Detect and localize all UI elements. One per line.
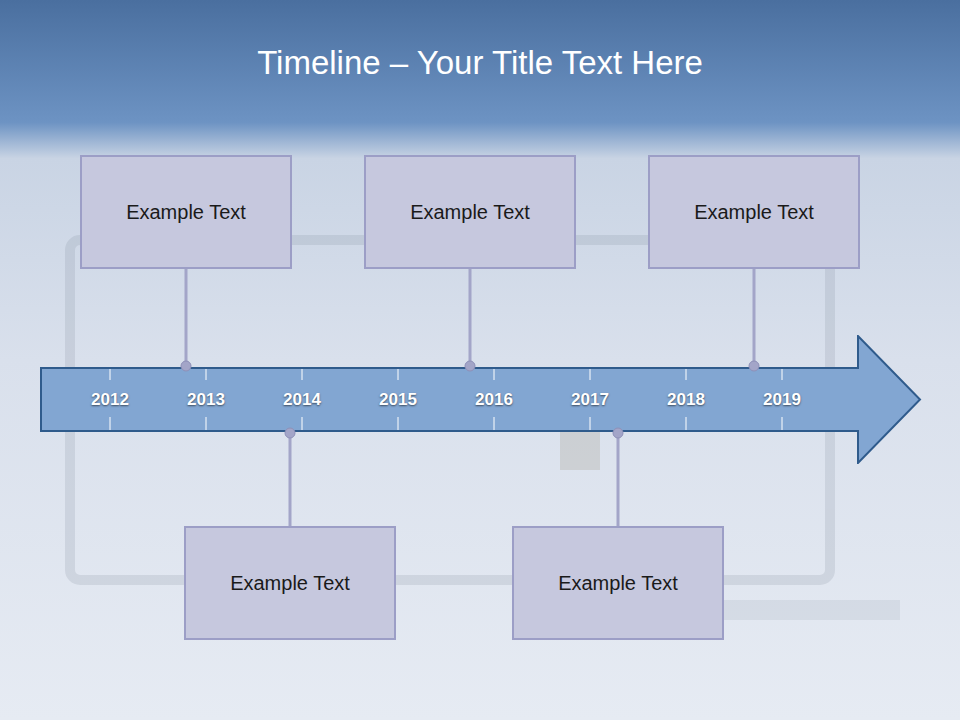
year-tick	[206, 369, 207, 380]
leader-dot	[285, 428, 295, 438]
leader-line	[185, 269, 188, 366]
year-label: 2012	[91, 390, 129, 410]
year-label: 2013	[187, 390, 225, 410]
year-tick	[494, 417, 495, 430]
slide-title: Timeline – Your Title Text Here	[0, 44, 960, 82]
year-tick	[398, 369, 399, 380]
callout-box: Example Text	[364, 155, 576, 269]
year-tick	[782, 369, 783, 380]
leader-dot	[465, 361, 475, 371]
year-label: 2015	[379, 390, 417, 410]
leader-dot	[749, 361, 759, 371]
year-tick	[206, 417, 207, 430]
year-tick	[782, 417, 783, 430]
year-tick	[302, 417, 303, 430]
callout-box: Example Text	[648, 155, 860, 269]
leader-connector	[181, 269, 191, 371]
year-tick	[398, 417, 399, 430]
leader-connector	[465, 269, 475, 371]
year-label: 2014	[283, 390, 321, 410]
timeline-arrow: 2012 2013 2014 2015 2016 2017 2018 2019	[40, 335, 922, 464]
arrow-outline	[41, 336, 920, 463]
year-tick	[110, 369, 111, 380]
callout-box: Example Text	[80, 155, 292, 269]
leader-connector	[749, 269, 759, 371]
callout-text: Example Text	[410, 201, 530, 224]
callout-text: Example Text	[694, 201, 814, 224]
year-tick	[686, 369, 687, 380]
year-tick	[590, 417, 591, 430]
leader-line	[617, 433, 620, 526]
year-label: 2017	[571, 390, 609, 410]
year-tick	[686, 417, 687, 430]
callout-box: Example Text	[184, 526, 396, 640]
leader-line	[289, 433, 292, 526]
callout-text: Example Text	[558, 572, 678, 595]
leader-dot	[613, 428, 623, 438]
leader-connector	[613, 428, 623, 526]
year-label: 2016	[475, 390, 513, 410]
callout-box: Example Text	[512, 526, 724, 640]
year-tick	[302, 369, 303, 380]
year-tick	[110, 417, 111, 430]
year-tick	[590, 369, 591, 380]
year-tick	[494, 369, 495, 380]
callout-text: Example Text	[230, 572, 350, 595]
leader-connector	[285, 428, 295, 526]
leader-line	[753, 269, 756, 366]
leader-dot	[181, 361, 191, 371]
year-label: 2018	[667, 390, 705, 410]
callout-text: Example Text	[126, 201, 246, 224]
year-label: 2019	[763, 390, 801, 410]
leader-line	[469, 269, 472, 366]
